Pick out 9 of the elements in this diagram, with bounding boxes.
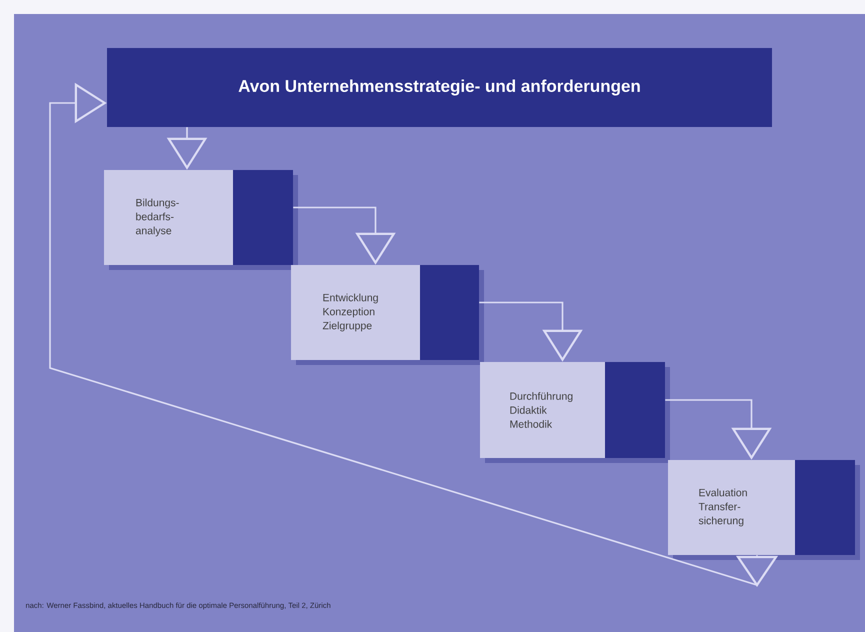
side-tab: [233, 170, 298, 270]
step-box: Bildungs- bedarfs- analyse: [104, 170, 238, 270]
step-box: Durchführung Didaktik Methodik: [480, 362, 610, 463]
step-box: Entwicklung Konzeption Zielgruppe: [291, 265, 425, 365]
side-tab: [420, 265, 484, 365]
side-tab: [605, 362, 670, 463]
step-box: Evaluation Transfer- sicherung: [668, 460, 800, 560]
side-tab: [795, 460, 860, 560]
title-box: Avon Unternehmensstrategie- und anforderungen: [107, 48, 772, 127]
